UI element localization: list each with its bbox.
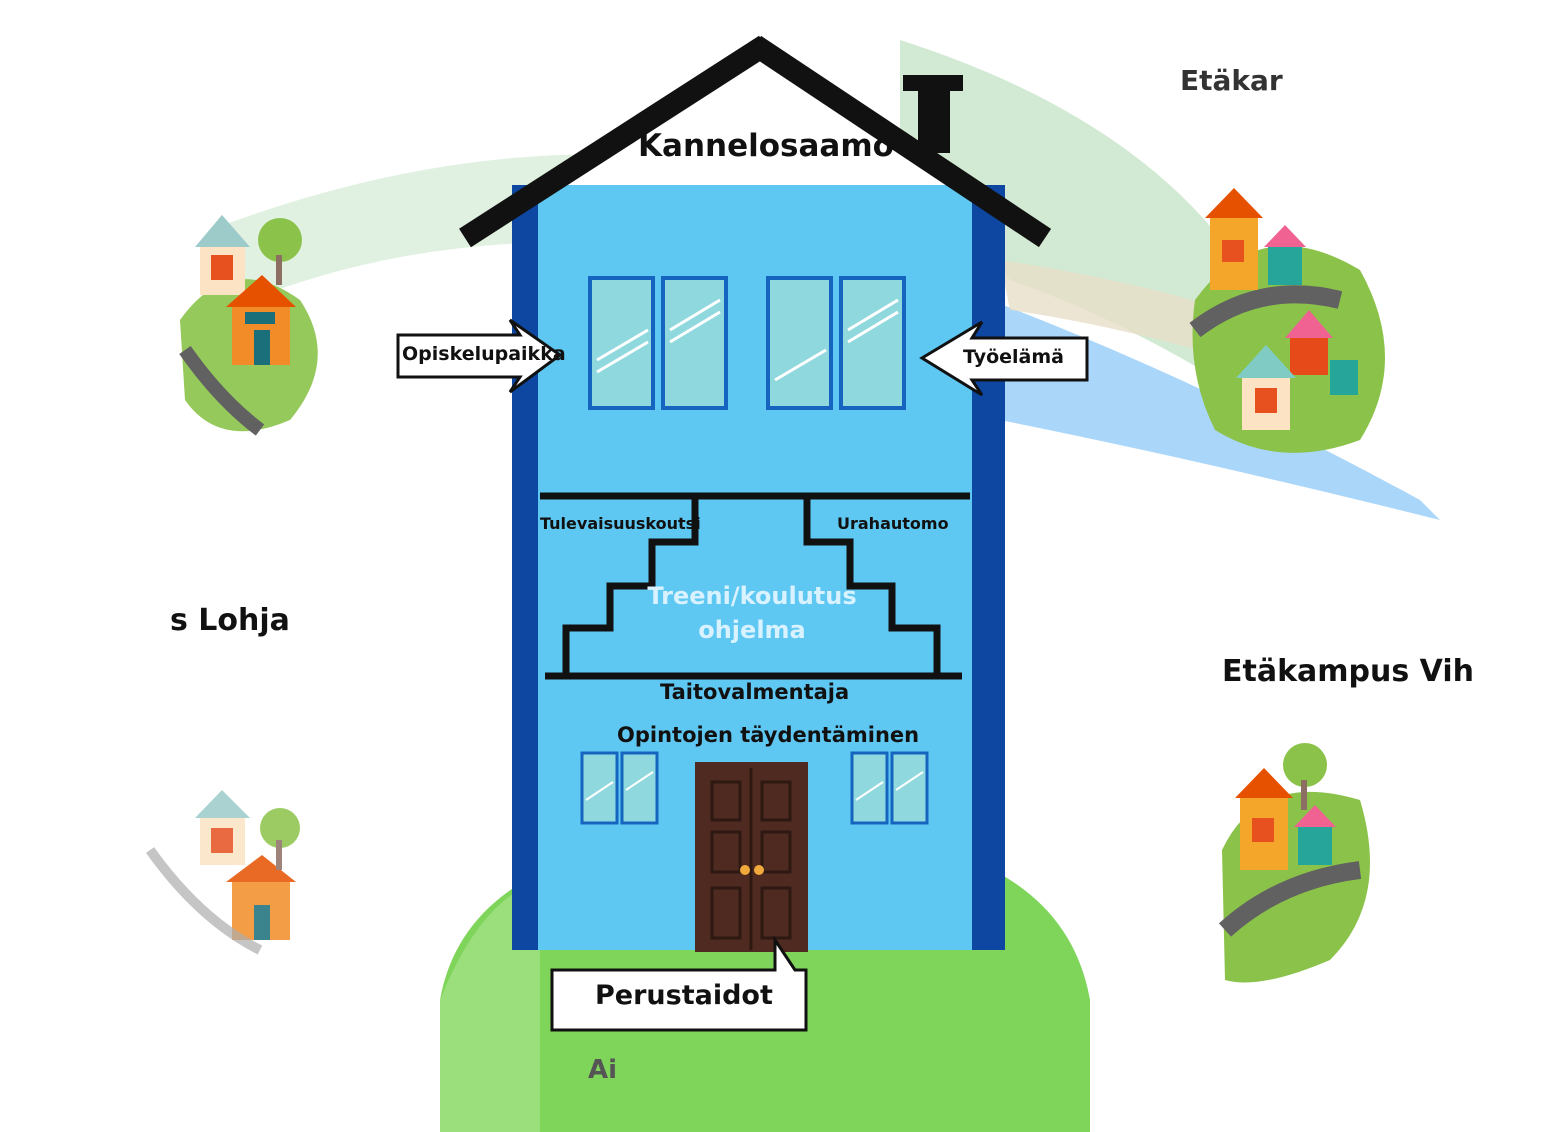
stairs-center-line2: ohjelma bbox=[698, 616, 806, 644]
door-callout-label: Perustaidot bbox=[595, 980, 773, 1011]
callout-perustaidot bbox=[550, 935, 808, 1032]
door bbox=[695, 762, 808, 952]
village-bottom-left bbox=[145, 790, 300, 955]
house-side-right bbox=[972, 185, 1005, 950]
door-knob-right bbox=[754, 865, 764, 875]
village-top-left bbox=[179, 215, 318, 436]
stairs-right-label: Urahautomo bbox=[837, 514, 949, 533]
door-knob-left bbox=[740, 865, 750, 875]
house-side-left bbox=[512, 185, 538, 950]
campus-bottom: Ai bbox=[588, 1055, 618, 1085]
staircase bbox=[540, 492, 970, 680]
campus-right: Etäkampus Vih bbox=[1222, 654, 1474, 689]
stairs-left-label: Tulevaisuuskoutsi bbox=[540, 514, 701, 533]
roof-gable bbox=[535, 45, 985, 190]
arrow-tyoelama bbox=[919, 320, 1089, 397]
roof-title: Kannelosaamo bbox=[638, 128, 894, 164]
campus-top-right: Etäkar bbox=[1180, 64, 1283, 97]
village-top-right bbox=[1189, 188, 1385, 453]
ground-floor-label: Opintojen täydentäminen bbox=[617, 723, 920, 747]
arrow-left-label: Opiskelupaikka bbox=[402, 343, 566, 365]
arrow-opiskelupaikka bbox=[396, 318, 563, 394]
stairs-center-line1: Treeni/koulutus bbox=[647, 582, 857, 610]
roof bbox=[459, 35, 1052, 248]
upper-windows bbox=[588, 276, 906, 410]
stairs-base-label: Taitovalmentaja bbox=[660, 680, 850, 704]
village-bottom-right bbox=[1218, 743, 1370, 983]
campus-left: s Lohja bbox=[170, 603, 290, 638]
lower-windows bbox=[580, 751, 929, 825]
arrow-right-label: Työelämä bbox=[963, 346, 1064, 368]
